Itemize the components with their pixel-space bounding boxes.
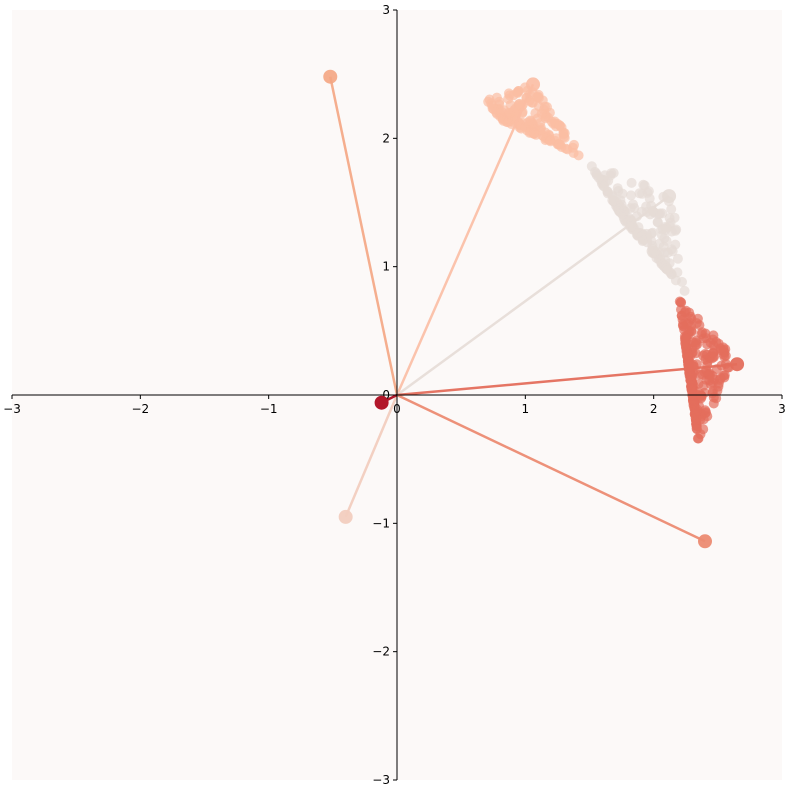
scatter-point: [652, 217, 663, 228]
vector-lines: [329, 76, 738, 543]
scatter-point: [633, 222, 644, 233]
y-tick-label: 0: [382, 388, 390, 402]
y-tick-label: −3: [372, 773, 390, 787]
scatter-point: [670, 225, 681, 236]
scatter-point: [636, 231, 647, 242]
x-tick-label: −3: [3, 402, 21, 416]
scatter-point: [559, 128, 570, 139]
scatter-point: [708, 330, 719, 341]
vector-line: [344, 394, 399, 518]
y-tick-label: 3: [382, 3, 390, 17]
x-tick-label: 0: [393, 402, 401, 416]
scatter-point: [676, 297, 687, 308]
scatter-point: [658, 241, 669, 252]
x-tick-label: 2: [650, 402, 658, 416]
scatter-point: [625, 203, 636, 214]
y-tick-label: 1: [382, 260, 390, 274]
scatter-point: [554, 120, 565, 131]
vector-line: [396, 362, 738, 397]
vector-line: [395, 83, 535, 396]
scatter-point: [504, 108, 515, 119]
scatter-point: [692, 313, 703, 324]
scatter-point: [679, 285, 690, 296]
vector-endpoint: [526, 77, 541, 92]
scatter-point: [626, 190, 636, 201]
scatter-point: [656, 230, 667, 241]
x-tick-label: 1: [522, 402, 530, 416]
scatter-point: [554, 139, 565, 150]
vector-endpoint: [338, 509, 353, 524]
scatter-point: [672, 267, 683, 278]
scatter-point: [602, 186, 613, 197]
vector-line: [396, 195, 670, 397]
scatter-point: [692, 433, 703, 444]
scatter-point: [647, 247, 658, 258]
scatter-point: [544, 130, 555, 141]
scatter-point: [704, 375, 715, 386]
scatter-point: [686, 321, 697, 332]
x-tick-label: −2: [131, 402, 149, 416]
scatter-point: [607, 195, 618, 206]
scatter-point: [682, 349, 693, 360]
scatter-point: [699, 367, 710, 378]
axes: −3 −2 −1 0 1 2 3 −3 −2 −1 0 1 2 3: [3, 3, 786, 787]
scatter-point: [713, 381, 724, 392]
x-tick-label: 3: [778, 402, 786, 416]
scatter-point: [529, 124, 540, 135]
scatter-point: [486, 98, 497, 109]
scatter-point: [638, 179, 649, 190]
scatter-point: [696, 390, 706, 401]
scatter-point: [593, 172, 604, 183]
scatter-point: [662, 262, 673, 273]
scatter-point: [642, 187, 653, 198]
x-tick-label: −1: [260, 402, 278, 416]
scatter-point: [533, 91, 544, 102]
vector-endpoint: [374, 395, 389, 410]
scatter-point: [617, 188, 628, 199]
vector-endpoint: [698, 534, 712, 549]
scatter-point: [681, 305, 691, 316]
scatter-point: [708, 392, 719, 403]
scatter-point: [536, 108, 547, 119]
scatter-point: [680, 336, 691, 346]
y-tick-label: 2: [382, 131, 390, 145]
scatter-point: [719, 370, 730, 381]
vector-line: [396, 393, 706, 543]
scatter-point: [641, 201, 652, 212]
scatter-point: [665, 217, 676, 228]
y-tick-label: −2: [372, 645, 390, 659]
scatter-point: [672, 253, 683, 264]
scatter-point: [657, 208, 668, 219]
scatter-point: [573, 150, 584, 161]
scatter-point: [508, 90, 519, 101]
scatter-point: [606, 168, 617, 179]
vector-endpoint: [730, 357, 745, 372]
scatter-point: [688, 394, 698, 405]
scatter-point: [666, 204, 677, 215]
scatter-point: [634, 188, 645, 199]
scatter-point: [626, 177, 637, 188]
vector-endpoint: [662, 189, 677, 204]
scatter-point: [646, 228, 657, 239]
scatter-point: [677, 276, 687, 287]
vector-line: [329, 76, 399, 396]
scatter-point: [697, 327, 708, 338]
scatter-point: [698, 414, 709, 425]
scatter-point: [692, 424, 702, 435]
scatter-point: [678, 321, 689, 332]
scatter-point: [718, 342, 729, 353]
y-tick-label: −1: [372, 516, 390, 530]
vector-endpoints: [323, 69, 745, 549]
scatter-point: [690, 337, 701, 348]
vector-endpoint: [323, 69, 338, 84]
scatter-point: [667, 246, 678, 257]
scatter-point: [686, 380, 697, 391]
scatter-point: [569, 139, 579, 150]
scatter-point: [698, 350, 709, 361]
scatter-point: [616, 207, 627, 218]
